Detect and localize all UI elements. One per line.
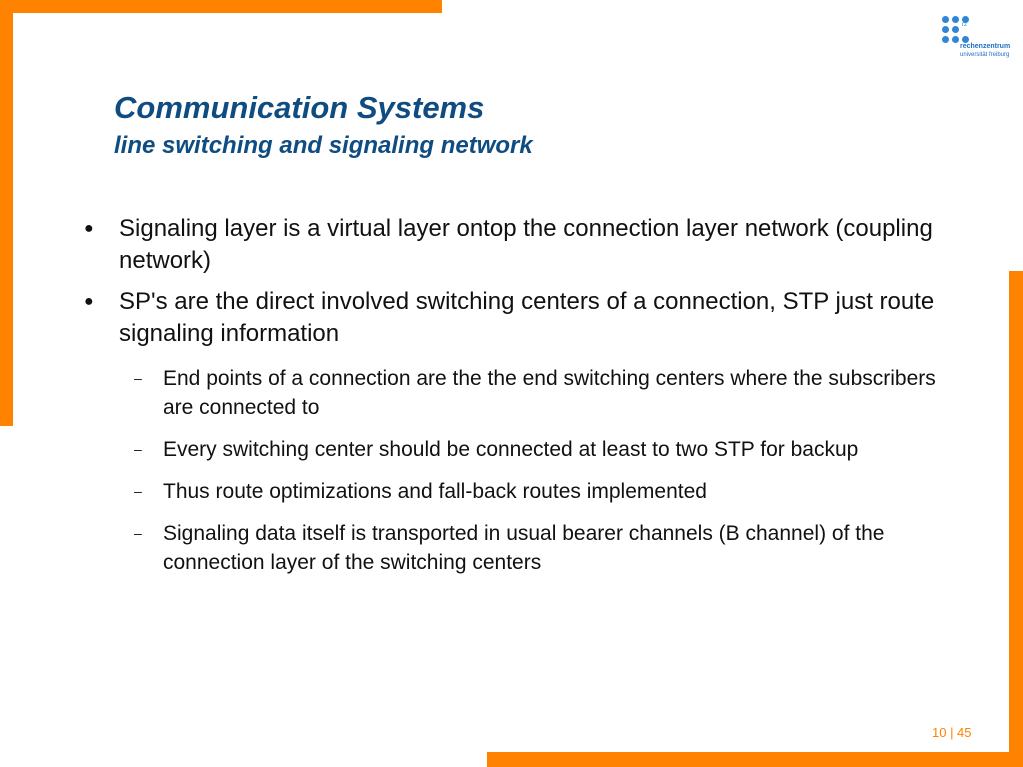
- logo-rz-text: rz: [962, 22, 967, 28]
- logo-dot-icon: [942, 36, 949, 43]
- right-accent-bar: [1009, 271, 1023, 767]
- subbullet-item: – Thus route optimizations and fall-back…: [84, 477, 944, 506]
- logo-dot-icon: [942, 16, 949, 23]
- logo-line-1: rechenzentrum: [960, 43, 1011, 50]
- logo-wordmark: rechenzentrum universität freiburg: [960, 43, 1010, 59]
- logo-dot-icon: [952, 36, 959, 43]
- dash-icon: –: [134, 483, 142, 499]
- logo-line-2: universität freiburg: [960, 52, 1010, 58]
- page-number: 10 | 45: [932, 725, 972, 740]
- subbullet-text: Thus route optimizations and fall-back r…: [163, 480, 707, 503]
- dash-icon: –: [134, 441, 142, 457]
- logo-dot-icon: [942, 26, 949, 33]
- logo-dot-icon: [952, 26, 959, 33]
- top-accent-bar: [0, 0, 442, 13]
- logo-dot-icon: [962, 16, 969, 23]
- subbullet-text: Signaling data itself is transported in …: [163, 522, 885, 574]
- subbullet-text: Every switching center should be connect…: [163, 438, 859, 461]
- bullet-item: ● SP's are the direct involved switching…: [84, 286, 944, 350]
- bottom-accent-bar: [487, 752, 1023, 767]
- left-accent-bar: [0, 0, 13, 426]
- rechenzentrum-logo: rz rechenzentrum universität freiburg: [940, 14, 1020, 64]
- logo-dot-icon: [952, 16, 959, 23]
- bullet-item: ● Signaling layer is a virtual layer ont…: [84, 213, 944, 277]
- dash-icon: –: [134, 525, 142, 541]
- subbullet-text: End points of a connection are the the e…: [163, 367, 936, 419]
- subbullet-item: – Signaling data itself is transported i…: [84, 519, 944, 577]
- slide-title: Communication Systems: [114, 90, 485, 125]
- slide-content: ● Signaling layer is a virtual layer ont…: [84, 213, 944, 590]
- bullet-dot-icon: ●: [84, 220, 94, 237]
- logo-dot-icon: [962, 36, 969, 43]
- bullet-text: Signaling layer is a virtual layer ontop…: [119, 215, 933, 274]
- bullet-dot-icon: ●: [84, 293, 94, 310]
- subbullet-item: – End points of a connection are the the…: [84, 364, 944, 422]
- slide-subtitle: line switching and signaling network: [114, 132, 533, 159]
- dash-icon: –: [134, 370, 142, 386]
- subbullet-item: – Every switching center should be conne…: [84, 435, 944, 464]
- bullet-text: SP's are the direct involved switching c…: [119, 288, 935, 347]
